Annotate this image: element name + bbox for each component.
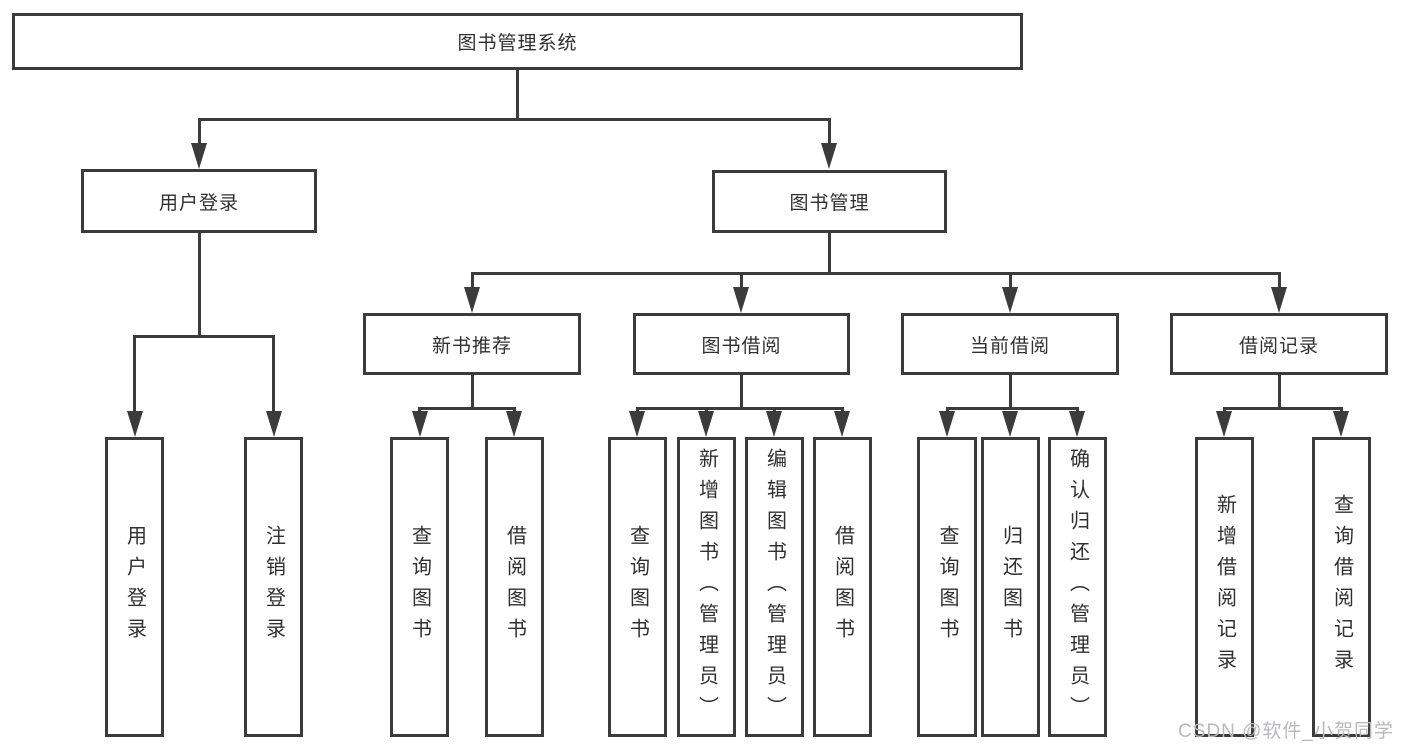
- leaf-edit-book-admin: 编辑图书（管理员）: [745, 437, 804, 737]
- connector-line: [1009, 375, 1012, 410]
- node-user-login-branch-label: 用户登录: [158, 192, 239, 214]
- leaf-logout: 注销登录: [244, 437, 303, 737]
- node-current-borrow-label: 当前借阅: [969, 335, 1050, 357]
- arrow-down-icon: [1216, 411, 1232, 437]
- connector-line: [133, 335, 136, 413]
- arrow-down-icon: [821, 143, 837, 169]
- connector-line: [198, 233, 201, 338]
- node-new-book-rec: 新书推荐: [363, 313, 581, 375]
- connector-line: [198, 118, 831, 121]
- leaf-edit-book-admin-label: 编辑图书（管理员）: [763, 447, 786, 727]
- arrow-down-icon: [1333, 411, 1349, 437]
- connector-line: [828, 118, 831, 147]
- connector-line: [740, 375, 743, 410]
- arrow-down-icon: [464, 287, 480, 313]
- connector-line: [471, 272, 474, 290]
- leaf-add-borrow-record: 新增借阅记录: [1195, 437, 1254, 737]
- leaf-query-books-3: 查询图书: [917, 437, 977, 737]
- leaf-borrow-books-1: 借阅图书: [485, 437, 544, 737]
- leaf-add-book-admin-label: 新增图书（管理员）: [695, 447, 718, 727]
- leaf-query-borrow-record-label: 查询借阅记录: [1330, 494, 1353, 680]
- node-root-label: 图书管理系统: [457, 33, 578, 54]
- connector-line: [418, 407, 516, 410]
- leaf-borrow-books-2: 借阅图书: [813, 437, 872, 737]
- leaf-add-book-admin: 新增图书（管理员）: [677, 437, 736, 737]
- connector-line: [516, 70, 519, 121]
- node-root: 图书管理系统: [12, 13, 1023, 70]
- leaf-confirm-return-admin-label: 确认归还（管理员）: [1066, 447, 1089, 727]
- connector-line: [1278, 272, 1281, 290]
- connector-line: [471, 375, 474, 410]
- arrow-down-icon: [698, 411, 714, 437]
- node-book-mgmt: 图书管理: [712, 170, 947, 233]
- arrow-down-icon: [127, 411, 143, 437]
- connector-line: [471, 272, 1281, 275]
- arrow-down-icon: [766, 411, 782, 437]
- connector-line: [1278, 375, 1281, 410]
- connector-line: [198, 118, 201, 147]
- node-new-book-rec-label: 新书推荐: [431, 335, 512, 357]
- csdn-watermark: CSDN @软件_小贺同学: [1178, 721, 1394, 742]
- leaf-query-borrow-record: 查询借阅记录: [1312, 437, 1371, 737]
- arrow-down-icon: [266, 411, 282, 437]
- connector-line: [1009, 272, 1012, 290]
- node-current-borrow: 当前借阅: [901, 313, 1119, 375]
- arrow-down-icon: [1002, 411, 1018, 437]
- leaf-query-books-1: 查询图书: [390, 437, 449, 737]
- leaf-user-login: 用户登录: [105, 437, 164, 737]
- connector-line: [133, 335, 275, 338]
- node-book-borrow: 图书借阅: [633, 313, 850, 375]
- leaf-query-books-3-label: 查询图书: [936, 525, 958, 649]
- node-borrow-records: 借阅记录: [1170, 313, 1388, 375]
- arrow-down-icon: [733, 287, 749, 313]
- node-borrow-records-label: 借阅记录: [1238, 335, 1319, 357]
- connector-line: [740, 272, 743, 290]
- leaf-borrow-books-2-label: 借阅图书: [831, 525, 854, 649]
- leaf-confirm-return-admin: 确认归还（管理员）: [1048, 437, 1107, 737]
- leaf-return-books: 归还图书: [981, 437, 1040, 737]
- leaf-add-borrow-record-label: 新增借阅记录: [1213, 494, 1236, 680]
- arrow-down-icon: [506, 411, 522, 437]
- leaf-return-books-label: 归还图书: [999, 525, 1022, 649]
- arrow-down-icon: [1069, 411, 1085, 437]
- node-book-borrow-label: 图书借阅: [701, 335, 782, 357]
- connector-line: [1223, 407, 1343, 410]
- leaf-borrow-books-1-label: 借阅图书: [503, 525, 526, 649]
- node-book-mgmt-label: 图书管理: [789, 193, 870, 214]
- connector-line: [828, 233, 831, 275]
- arrow-down-icon: [834, 411, 850, 437]
- arrow-down-icon: [1271, 287, 1287, 313]
- arrow-down-icon: [191, 143, 207, 169]
- arrow-down-icon: [939, 411, 955, 437]
- node-user-login-branch: 用户登录: [81, 169, 317, 233]
- arrow-down-icon: [412, 411, 428, 437]
- leaf-query-books-1-label: 查询图书: [408, 525, 431, 649]
- connector-line: [946, 407, 1079, 410]
- arrow-down-icon: [1002, 287, 1018, 313]
- leaf-query-books-2: 查询图书: [608, 437, 667, 737]
- connector-line: [636, 407, 844, 410]
- leaf-query-books-2-label: 查询图书: [626, 525, 649, 649]
- connector-line: [272, 335, 275, 413]
- arrow-down-icon: [629, 411, 645, 437]
- leaf-user-login-label: 用户登录: [123, 525, 146, 649]
- leaf-logout-label: 注销登录: [262, 525, 285, 649]
